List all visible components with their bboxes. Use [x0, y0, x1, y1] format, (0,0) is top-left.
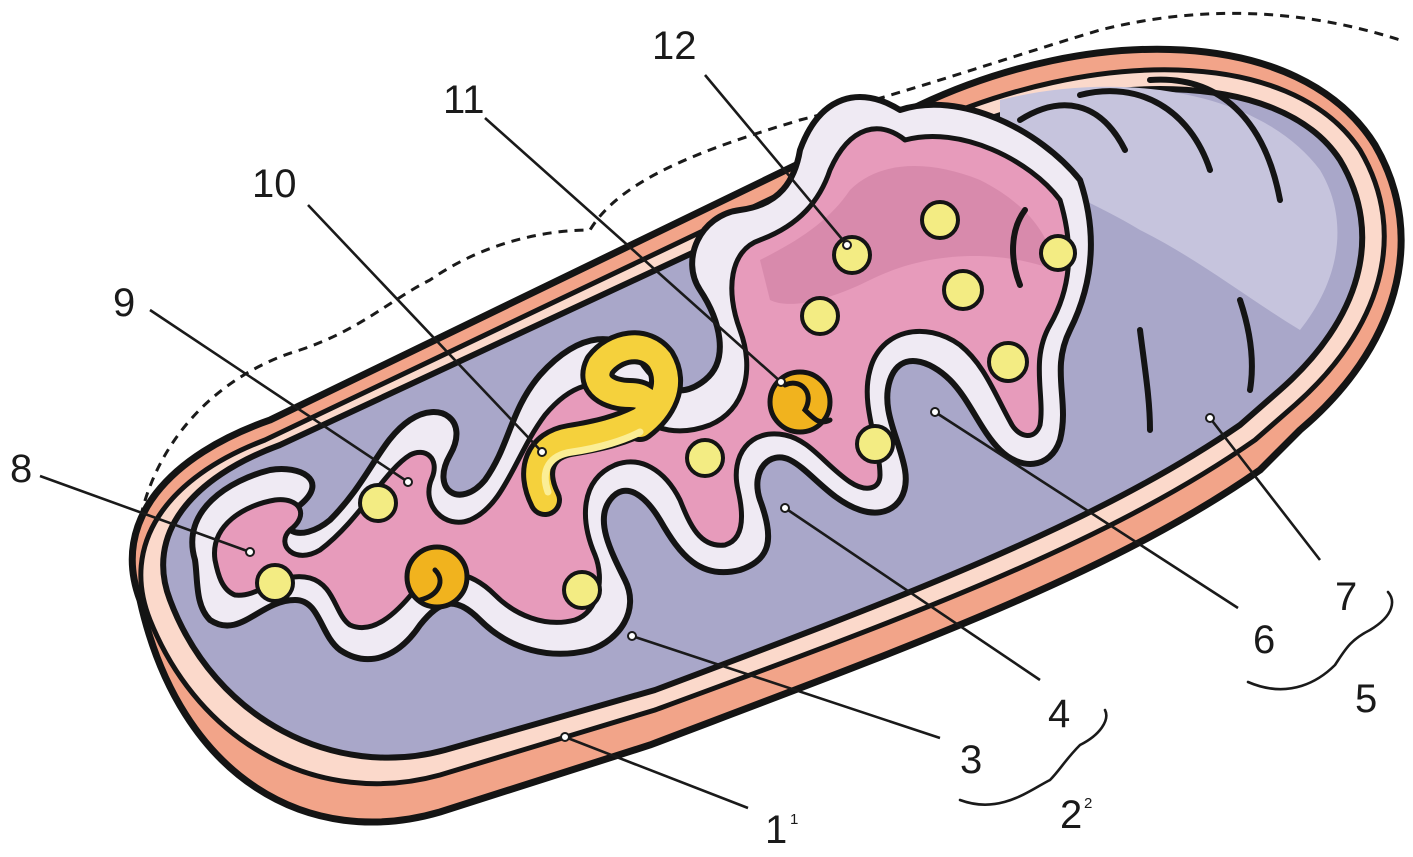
granule [802, 298, 838, 334]
label-2-superscript: 2 [1084, 795, 1092, 812]
label-11: 11 [443, 78, 485, 122]
granule [989, 343, 1027, 381]
label-4: 4 [1048, 692, 1070, 736]
label-12: 12 [652, 24, 697, 68]
granule [360, 485, 396, 521]
label-9: 9 [113, 281, 135, 325]
label-1-superscript: 1 [790, 811, 798, 828]
granule [857, 426, 893, 462]
granule [564, 572, 600, 608]
label-7: 7 [1335, 575, 1357, 619]
label-10: 10 [252, 162, 297, 206]
label-6: 6 [1253, 618, 1275, 662]
granule [944, 271, 982, 309]
label-8: 8 [10, 447, 32, 491]
label-2: 2 [1060, 793, 1082, 837]
granule [922, 202, 958, 238]
granule [257, 565, 293, 601]
granule [1041, 236, 1075, 270]
label-5: 5 [1355, 677, 1377, 721]
label-3: 3 [960, 738, 982, 782]
ribosome-1 [407, 547, 467, 607]
label-1: 1 [765, 808, 787, 852]
leader-1 [565, 737, 748, 808]
granule [834, 237, 870, 273]
granule [687, 440, 723, 476]
